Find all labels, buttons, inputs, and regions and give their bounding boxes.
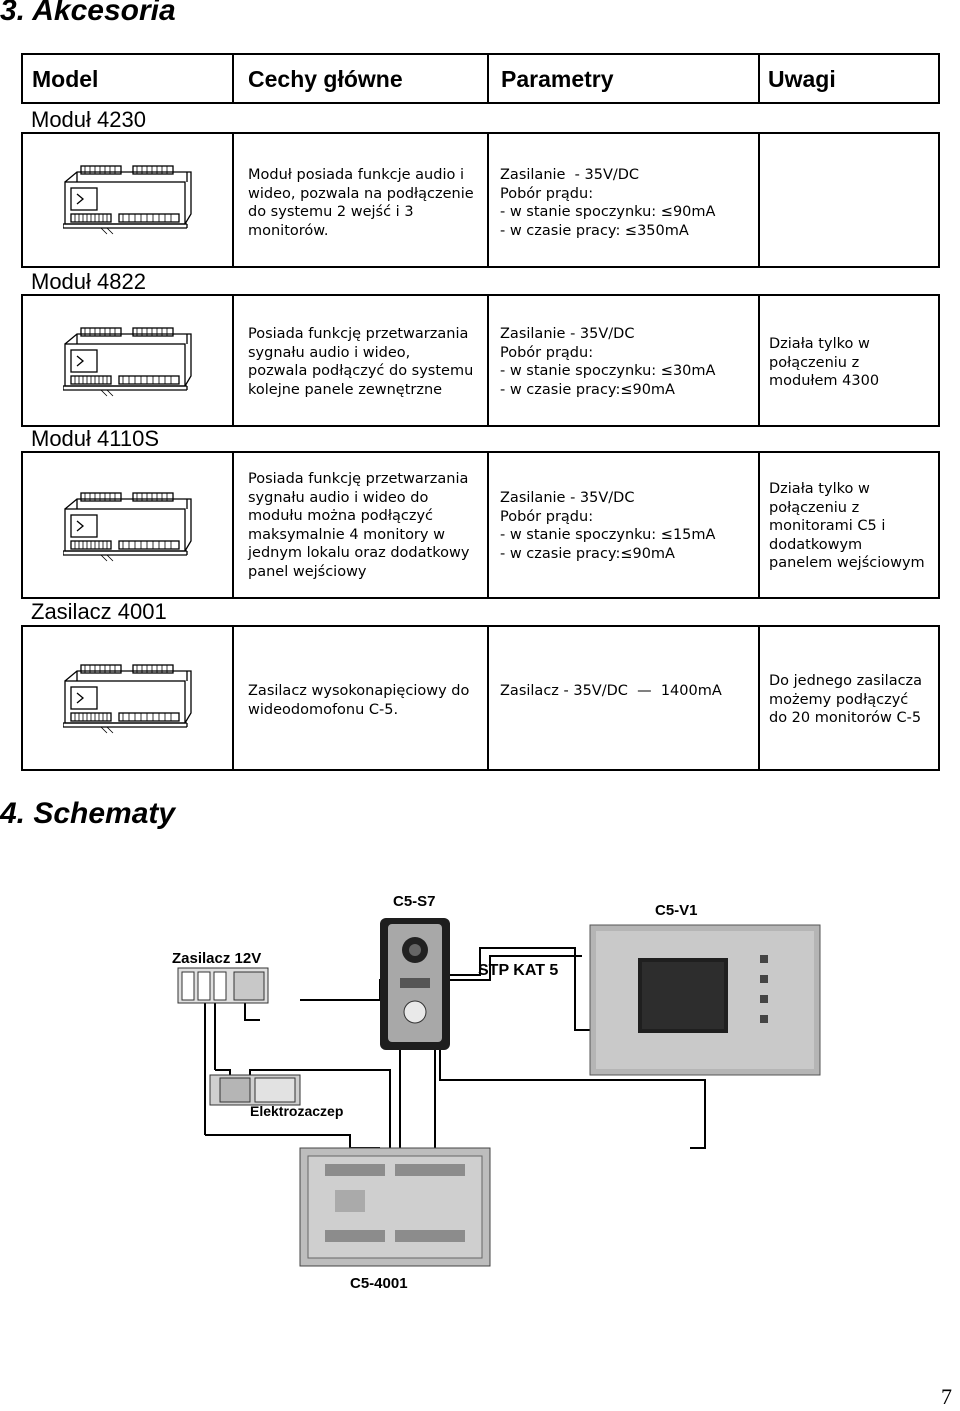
params-text: Zasilanie - 35V/DC Pobór prądu: - w stan… xyxy=(500,326,716,398)
notes-text: Działa tylko w połączeniu z modułem 4300 xyxy=(769,336,880,389)
table-row: Zasilacz wysokonapięciowy do wideodomofo… xyxy=(21,625,940,771)
module-image xyxy=(62,164,193,241)
power-module-label: C5-4001 xyxy=(350,1275,408,1292)
table-header-row: Model Cechy główne Parametry Uwagi xyxy=(21,53,940,104)
door-panel-label: C5-S7 xyxy=(393,893,436,910)
monitor-label: C5-V1 xyxy=(655,902,698,919)
page-number: 7 xyxy=(941,1384,952,1409)
table-row: Moduł posiada funkcje audio i wideo, poz… xyxy=(21,132,940,268)
params-text: Zasilanie - 35V/DC Pobór prądu: - w stan… xyxy=(500,490,716,562)
section-title-accessories: 3. Akcesoria xyxy=(0,0,176,27)
params-text: Zasilanie - 35V/DC Pobór prądu: - w stan… xyxy=(500,167,716,239)
model-name-4001: Zasilacz 4001 xyxy=(31,599,167,624)
notes-text: Do jednego zasilacza możemy podłączyć do… xyxy=(769,673,923,726)
model-name-4110s: Moduł 4110S xyxy=(31,426,160,451)
power-supply-12v-label: Zasilacz 12V xyxy=(172,950,261,967)
features-text: Posiada funkcję przetwarzania sygnału au… xyxy=(248,471,470,580)
door-panel xyxy=(380,918,450,1050)
power-module xyxy=(299,1147,491,1267)
module-image xyxy=(62,326,193,403)
electric-lock-label: Elektrozaczep xyxy=(250,1103,343,1119)
module-image xyxy=(62,491,193,568)
notes-text: Działa tylko w połączeniu z monitorami C… xyxy=(769,481,925,571)
header-features: Cechy główne xyxy=(248,66,403,92)
module-image xyxy=(62,663,193,740)
header-model: Model xyxy=(32,66,99,92)
header-params: Parametry xyxy=(501,66,614,92)
cable-label: STP KAT 5 xyxy=(478,962,558,979)
table-row: Posiada funkcję przetwarzania sygnału au… xyxy=(21,294,940,427)
accessories-table: Model Cechy główne Parametry Uwagi Moduł… xyxy=(21,53,940,771)
features-text: Moduł posiada funkcje audio i wideo, poz… xyxy=(248,167,474,239)
section-title-schemes: 4. Schematy xyxy=(0,797,176,830)
table-row: Posiada funkcję przetwarzania sygnału au… xyxy=(21,451,940,599)
power-supply-12v xyxy=(177,967,269,1004)
model-name-4822: Moduł 4822 xyxy=(31,269,146,294)
wiring-diagram: Zasilacz 12V Elektrozaczep C5-S7 STP KAT… xyxy=(150,880,850,1320)
header-notes: Uwagi xyxy=(768,66,836,92)
params-text: Zasilacz - 35V/DC — 1400mA xyxy=(500,683,722,699)
electric-lock xyxy=(209,1074,301,1106)
model-name-4230: Moduł 4230 xyxy=(31,107,146,132)
monitor xyxy=(589,924,821,1076)
features-text: Posiada funkcję przetwarzania sygnału au… xyxy=(248,326,474,398)
features-text: Zasilacz wysokonapięciowy do wideodomofo… xyxy=(248,683,470,718)
